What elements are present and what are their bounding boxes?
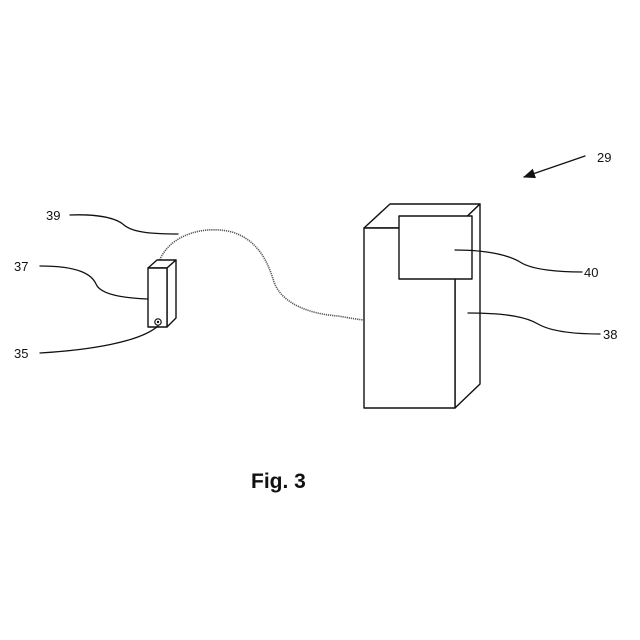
sensor-device <box>148 260 176 327</box>
system-arrow <box>524 156 585 177</box>
label-39: 39 <box>46 208 60 223</box>
leader-35 <box>40 326 158 353</box>
label-35: 35 <box>14 346 28 361</box>
label-40: 40 <box>584 265 598 280</box>
display-screen <box>399 216 472 279</box>
leader-37 <box>40 266 148 299</box>
connecting-cable <box>158 230 366 320</box>
figure-caption: Fig. 3 <box>251 470 306 493</box>
base-unit <box>364 204 480 408</box>
leader-38 <box>468 313 600 334</box>
label-37: 37 <box>14 259 28 274</box>
label-29: 29 <box>597 150 611 165</box>
label-38: 38 <box>603 327 617 342</box>
leader-39 <box>70 215 178 234</box>
